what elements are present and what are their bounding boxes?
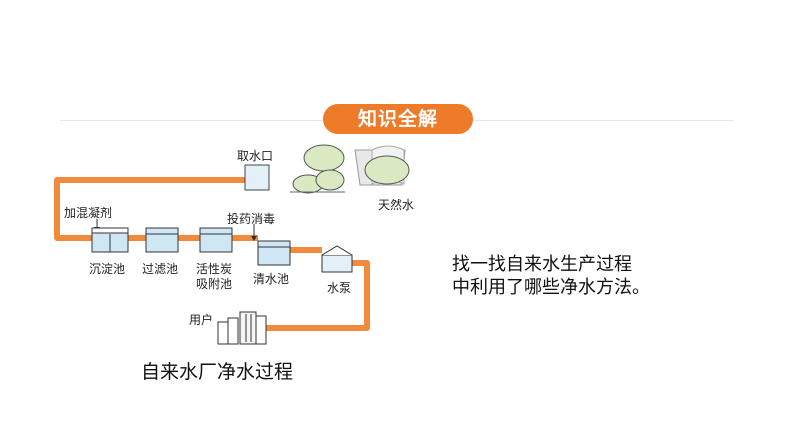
sedimentation-label: 沉淀池 (89, 262, 126, 276)
clean-tank-label: 清水池 (253, 272, 290, 286)
disinfect-label: 投药消毒 (227, 212, 276, 226)
user-buildings-icon (217, 311, 267, 345)
question-line-2: 中利用了哪些净水方法。 (452, 277, 650, 298)
water-pipe (54, 177, 370, 331)
clean-water-tank (257, 240, 291, 266)
sedimentation-tank (91, 227, 129, 253)
diagram-caption: 自来水厂净水过程 (141, 361, 294, 383)
nature-label: 天然水 (378, 198, 415, 212)
nature-hills-icon (290, 144, 410, 194)
question-line-1: 找一找自来水生产过程 (452, 254, 632, 275)
carbon-label-2: 吸附池 (196, 277, 233, 291)
filter-tank (145, 227, 179, 253)
section-badge: 知识全解 (323, 104, 473, 134)
user-label: 用户 (189, 313, 214, 327)
pump-house-icon (321, 245, 353, 273)
carbon-tank (199, 227, 233, 253)
filter-label: 过滤池 (142, 262, 179, 276)
intake-label: 取水口 (237, 149, 274, 163)
intake-box (244, 164, 270, 191)
carbon-label-1: 活性炭 (196, 262, 233, 276)
pump-label: 水泵 (327, 281, 352, 295)
coagulant-label: 加混凝剂 (64, 206, 113, 220)
question-text: 找一找自来水生产过程 中利用了哪些净水方法。 (452, 253, 650, 299)
